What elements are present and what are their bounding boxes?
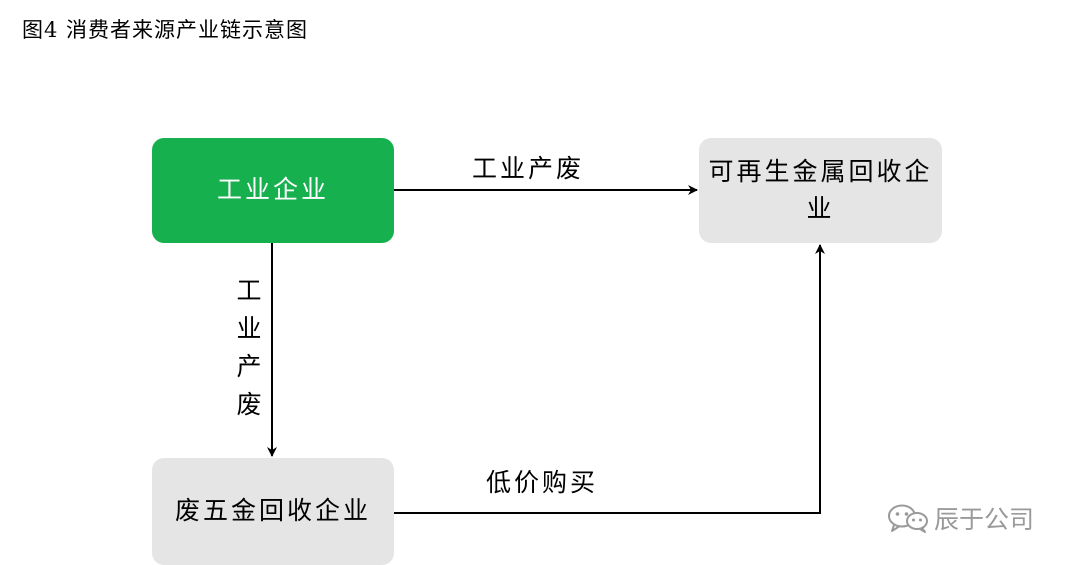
node-scrap-label: 废五金回收企业 (174, 496, 371, 526)
figure-title: 图4 消费者来源产业链示意图 (22, 18, 309, 42)
node-renewable-metal-recycler: 可再生金属回收企业 (699, 138, 942, 243)
node-industrial-enterprise: 工业企业 (152, 138, 394, 243)
edge-label-industrial-waste-horizontal: 工业产废 (472, 154, 585, 183)
node-scrap-hardware-recycler: 废五金回收企业 (152, 458, 394, 565)
watermark-text: 辰于公司 (934, 505, 1035, 534)
edge-label-industrial-waste-vertical: 工业产废 (236, 276, 262, 419)
watermark: 辰于公司 (886, 500, 1034, 536)
wechat-icon (888, 504, 928, 533)
edge-label-low-price-purchase: 低价购买 (486, 468, 599, 497)
edge-scrap-to-recycler (394, 244, 825, 514)
node-recycler-label: 可再生金属回收企业 (708, 157, 933, 223)
node-industrial-label: 工业企业 (216, 175, 329, 205)
